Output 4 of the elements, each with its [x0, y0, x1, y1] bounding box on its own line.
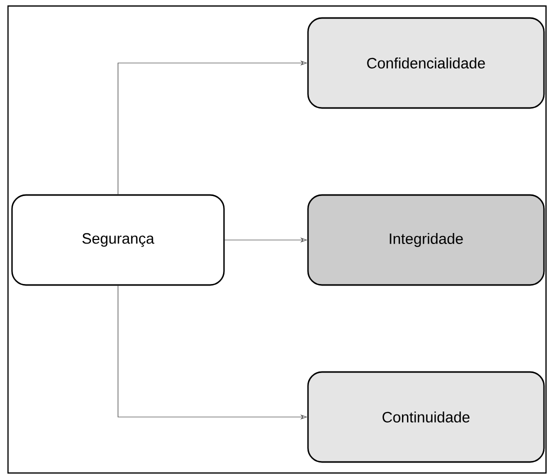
process-box: Integridade [307, 194, 545, 286]
process-box: Segurança [11, 194, 225, 286]
process-box: Continuidade [307, 371, 545, 463]
process-box: Confidencialidade [307, 17, 545, 109]
